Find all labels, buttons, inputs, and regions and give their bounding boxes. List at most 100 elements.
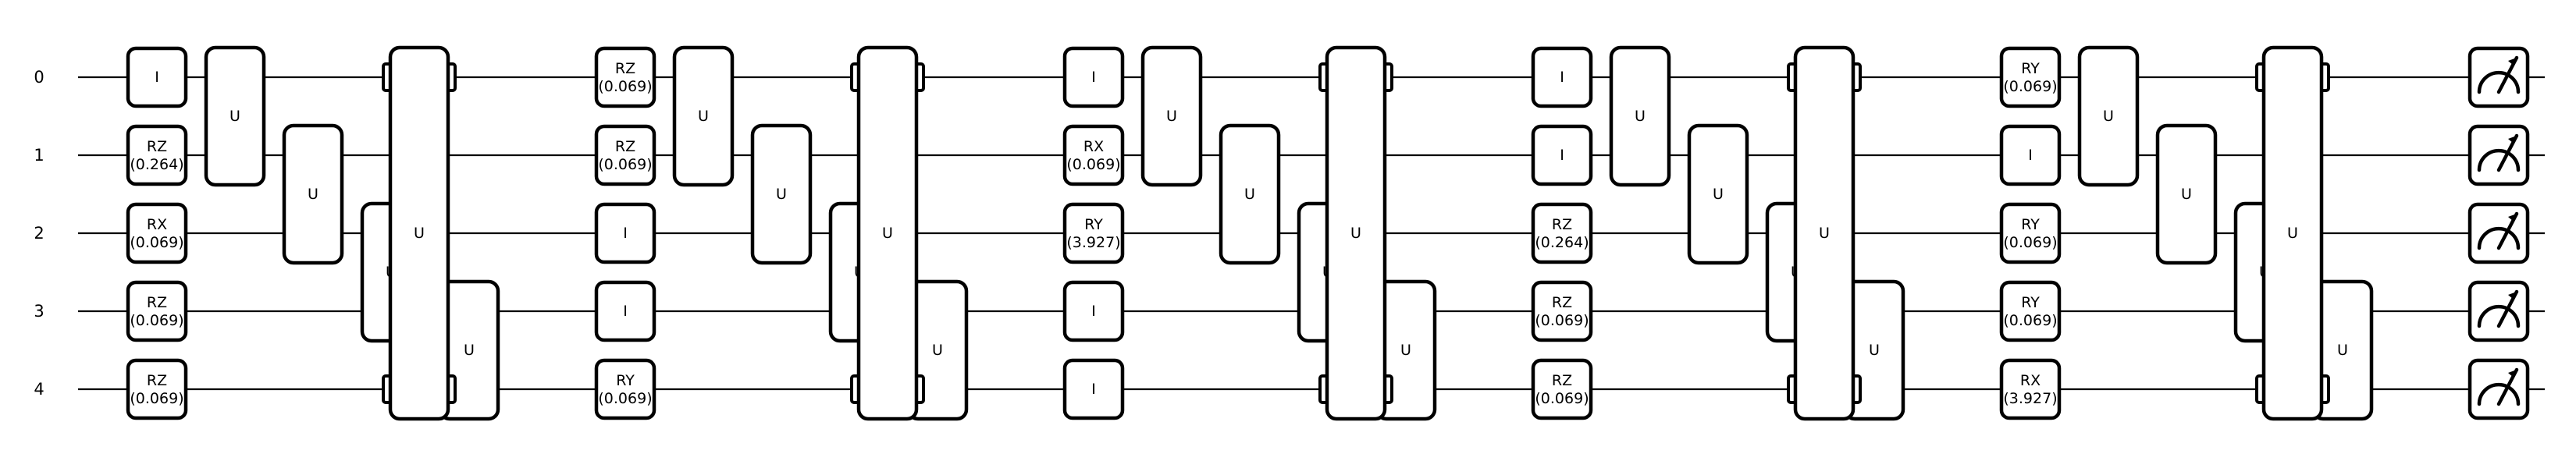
gate-name: U: [308, 186, 318, 203]
gate-name: U: [1635, 108, 1646, 125]
gate-name: I: [2028, 147, 2033, 164]
gate-name: RY: [616, 372, 635, 389]
measure-icon: [2467, 280, 2530, 342]
qubit-label-1: 1: [34, 146, 44, 165]
gate-box: [126, 202, 188, 264]
measure-box: [2467, 358, 2530, 420]
gate-layer: IRZ(0.264)RX(0.069)RZ(0.069)RZ(0.069)UUU…: [126, 45, 2530, 421]
gate-name: I: [1091, 303, 1096, 320]
gate-u-entangler-b4-p0: U: [2077, 45, 2140, 187]
gate-name: I: [1091, 381, 1096, 398]
qubit-label-0: 0: [34, 68, 44, 87]
gate-box: [1062, 46, 1125, 108]
gate-box: [1062, 202, 1125, 264]
qubit-label-4: 4: [34, 380, 44, 399]
gate-box: [1062, 358, 1125, 420]
gate-param: (3.927): [1066, 234, 1120, 251]
gate-rx-b0-q2: RX(0.069): [126, 202, 188, 264]
gate-box: [1219, 123, 1281, 265]
meter-arc: [2477, 148, 2521, 172]
gate-rx-b4-q4: RX(3.927): [1999, 358, 2062, 420]
gate-box: [1687, 123, 1749, 265]
gate-name: U: [2181, 186, 2192, 203]
gate-u-entangler-b3-p0: U: [1609, 45, 1671, 187]
gate-name: U: [464, 342, 475, 359]
gate-u-entangler-b1-p0: U: [672, 45, 735, 187]
gate-rz-b0-q4: RZ(0.069): [126, 358, 188, 420]
gate-u-entangler-b0-p0: U: [204, 45, 266, 187]
gate-param: (0.069): [130, 234, 183, 251]
meter-arc: [2477, 382, 2521, 406]
gate-name: RX: [2020, 372, 2041, 389]
gate-box: [1999, 280, 2062, 342]
gate-box: [594, 202, 656, 264]
gate-name: RY: [1084, 216, 1103, 233]
qubit-label-3: 3: [34, 302, 44, 321]
gate-name: RZ: [147, 138, 167, 155]
gate-rz-b1-q0: RZ(0.069): [594, 46, 656, 108]
gate-box: [594, 46, 656, 108]
gate-i-b4-q1: I: [1999, 124, 2062, 186]
gate-i-b3-q0: I: [1531, 46, 1593, 108]
gate-u-global-3: U: [1787, 45, 1862, 421]
gate-box: [594, 124, 656, 186]
gate-box: [672, 45, 735, 187]
meter-arrowhead: [2508, 58, 2517, 66]
gate-param: (0.069): [2003, 312, 2057, 329]
gate-name: U: [1166, 108, 1177, 125]
gate-name: I: [155, 69, 159, 86]
gate-box: [126, 358, 188, 420]
gate-name: RY: [2021, 60, 2040, 77]
gate-rz-b3-q4: RZ(0.069): [1531, 358, 1593, 420]
measure-icon: [2467, 202, 2530, 264]
gate-box: [126, 124, 188, 186]
gate-box: [856, 45, 919, 421]
gate-box: [2261, 45, 2324, 421]
gate-box: [2077, 45, 2140, 187]
gate-u-entangler-b1-p1: U: [750, 123, 813, 265]
gate-ry-b4-q3: RY(0.069): [1999, 280, 2062, 342]
gate-name: RZ: [615, 60, 635, 77]
gate-rz-b3-q3: RZ(0.069): [1531, 280, 1593, 342]
gate-box: [1531, 124, 1593, 186]
gate-param: (0.264): [1535, 234, 1589, 251]
gate-box: [594, 280, 656, 342]
meter-arrowhead: [2508, 370, 2517, 378]
gate-name: RY: [2021, 216, 2040, 233]
gate-ry-b2-q2: RY(3.927): [1062, 202, 1125, 264]
gate-box: [126, 46, 188, 108]
meter-arc: [2477, 304, 2521, 328]
meter-arrowhead: [2508, 292, 2517, 300]
gate-param: (0.264): [130, 156, 183, 173]
gate-box: [204, 45, 266, 187]
gate-name: RZ: [147, 294, 167, 311]
gate-i-b1-q2: I: [594, 202, 656, 264]
gate-u-entangler-b2-p1: U: [1219, 123, 1281, 265]
gate-box: [1531, 202, 1593, 264]
gate-rz-b0-q1: RZ(0.264): [126, 124, 188, 186]
gate-box: [594, 358, 656, 420]
gate-name: U: [414, 225, 425, 242]
gate-box: [1999, 358, 2062, 420]
gate-rz-b3-q2: RZ(0.264): [1531, 202, 1593, 264]
gate-param: (0.069): [2003, 78, 2057, 95]
gate-param: (0.069): [1535, 390, 1589, 407]
gate-box: [750, 123, 813, 265]
gate-name: U: [1713, 186, 1724, 203]
gate-param: (3.927): [2003, 390, 2057, 407]
gate-name: RX: [1083, 138, 1104, 155]
gate-box: [1531, 280, 1593, 342]
gate-u-entangler-b4-p1: U: [2155, 123, 2218, 265]
gate-param: (0.069): [1066, 156, 1120, 173]
gate-u-entangler-b3-p1: U: [1687, 123, 1749, 265]
gate-box: [1999, 124, 2062, 186]
gate-i-b1-q3: I: [594, 280, 656, 342]
gate-param: (0.069): [2003, 234, 2057, 251]
gate-box: [1062, 124, 1125, 186]
gate-name: I: [623, 225, 628, 242]
gate-box: [126, 280, 188, 342]
gate-param: (0.069): [598, 390, 652, 407]
gate-i-b0-q0: I: [126, 46, 188, 108]
gate-name: RZ: [1552, 294, 1572, 311]
